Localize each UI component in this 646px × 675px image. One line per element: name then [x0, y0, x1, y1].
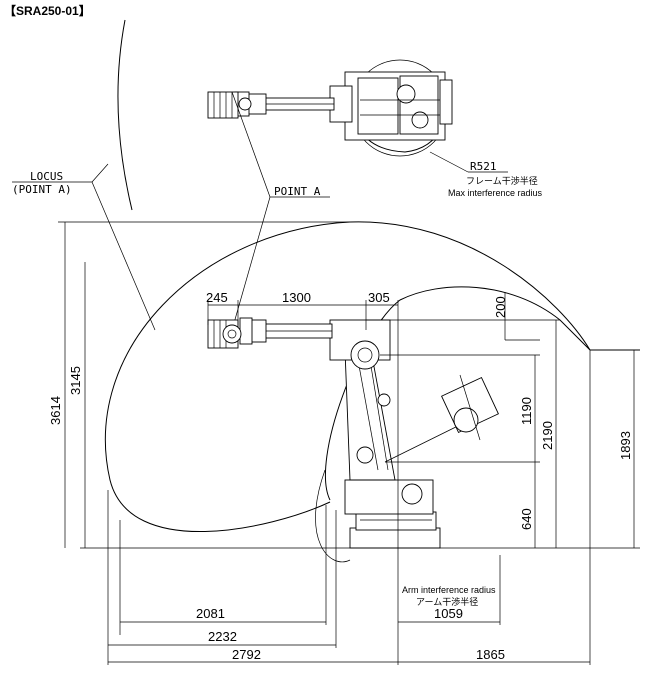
dim-1300: 1300	[282, 290, 311, 305]
point-a-label: POINT A	[274, 185, 321, 198]
dim-305: 305	[368, 290, 390, 305]
arm-interference-jp: アーム干渉半径	[416, 596, 478, 607]
dim-200: 200	[493, 296, 508, 318]
dim-1893: 1893	[618, 431, 633, 460]
diagram-title: 【SRA250-01】	[4, 3, 91, 18]
dim-245: 245	[206, 290, 228, 305]
dim-1190: 1190	[519, 397, 534, 425]
dim-1059: 1059	[434, 606, 463, 621]
dim-2190: 2190	[540, 421, 555, 450]
dim-2081: 2081	[196, 606, 225, 621]
locus-label: LOCUS	[30, 170, 63, 183]
inner-locus	[325, 286, 591, 501]
dim-2232: 2232	[208, 629, 237, 644]
frame-interference-jp: フレーム干渉半径	[466, 175, 538, 186]
max-interference-label: Max interference radius	[448, 188, 543, 198]
top-locus-arc	[117, 19, 133, 211]
arm-interference-label: Arm interference radius	[402, 585, 496, 595]
dim-1865: 1865	[476, 647, 505, 662]
dim-3145: 3145	[68, 366, 83, 395]
radius-label: R521	[470, 160, 497, 173]
top-view-robot	[207, 59, 453, 157]
dim-640: 640	[519, 508, 534, 530]
locus-sub-label: (POINT A)	[12, 183, 72, 196]
dim-2792: 2792	[232, 647, 261, 662]
side-view-robot	[207, 317, 499, 549]
dim-3614: 3614	[48, 396, 63, 425]
outer-locus	[104, 221, 591, 532]
